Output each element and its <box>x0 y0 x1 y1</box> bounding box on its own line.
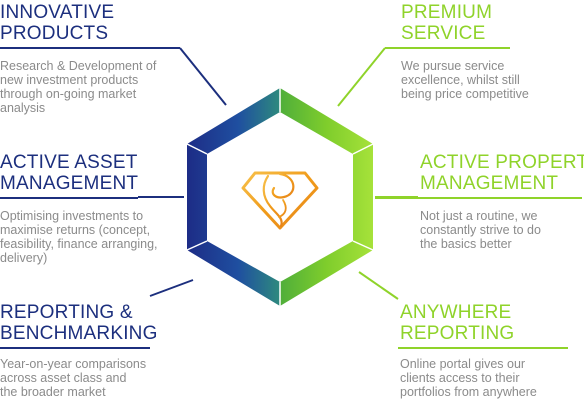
section-reporting-benchmarking: REPORTING & BENCHMARKING Year-on-year co… <box>0 302 158 399</box>
title-line: MANAGEMENT <box>420 173 559 194</box>
desc-line: the broader market <box>0 385 106 399</box>
section-title: ACTIVE PROPERTY MANAGEMENT <box>375 152 584 194</box>
connector-line-premium <box>337 47 386 107</box>
title-line: PREMIUM <box>401 2 493 23</box>
desc-line: feasibility, finance arranging, <box>0 237 158 251</box>
section-active-asset-management: ACTIVE ASSET MANAGEMENT Optimising inves… <box>0 152 158 265</box>
section-description: Research & Development of new investment… <box>0 59 180 115</box>
section-description: Year-on-year comparisons across asset cl… <box>0 357 158 399</box>
desc-line: through on-going market <box>0 87 137 101</box>
section-description: Optimising investments to maximise retur… <box>0 209 158 265</box>
section-premium-service: PREMIUM SERVICE We pursue service excell… <box>385 2 529 101</box>
title-line: ACTIVE PROPERTY <box>420 152 584 173</box>
title-underline <box>0 347 150 349</box>
desc-line: clients access to their <box>400 371 520 385</box>
title-line: REPORTING & <box>0 302 133 323</box>
title-line: PRODUCTS <box>0 23 109 44</box>
title-line: ANYWHERE <box>400 302 512 323</box>
desc-line: being price competitive <box>401 87 529 101</box>
desc-line: Not just a routine, we <box>420 209 538 223</box>
connector-line-innovative <box>179 47 227 106</box>
title-line: SERVICE <box>401 23 486 44</box>
section-description: Online portal gives our clients access t… <box>398 357 568 399</box>
section-title: REPORTING & BENCHMARKING <box>0 302 158 344</box>
desc-line: maximise returns (concept, <box>0 223 151 237</box>
desc-line: Research & Development of <box>0 59 157 73</box>
section-innovative-products: INNOVATIVE PRODUCTS Research & Developme… <box>0 2 180 115</box>
title-underline <box>385 47 510 49</box>
desc-line: We pursue service <box>401 59 505 73</box>
desc-line: Year-on-year comparisons <box>0 357 147 371</box>
section-description: Not just a routine, we constantly strive… <box>375 209 584 251</box>
title-line: INNOVATIVE <box>0 2 115 23</box>
title-underline <box>0 47 180 49</box>
connector-line-anywhere <box>358 271 399 300</box>
section-active-property-management: ACTIVE PROPERTY MANAGEMENT Not just a ro… <box>375 152 584 251</box>
title-line: MANAGEMENT <box>0 173 139 194</box>
desc-line: Online portal gives our <box>400 357 526 371</box>
desc-line: new investment products <box>0 73 139 87</box>
section-anywhere-reporting: ANYWHERE REPORTING Online portal gives o… <box>398 302 568 399</box>
desc-line: delivery) <box>0 251 48 265</box>
hexagon-left-half <box>187 88 280 306</box>
connector-line-reporting <box>149 279 194 297</box>
desc-line: the basics better <box>420 237 512 251</box>
title-line: ACTIVE ASSET <box>0 152 138 173</box>
desc-line: constantly strive to do <box>420 223 541 237</box>
desc-line: portfolios from anywhere <box>400 385 537 399</box>
section-title: PREMIUM SERVICE <box>385 2 529 44</box>
section-title: ANYWHERE REPORTING <box>398 302 568 344</box>
desc-line: Optimising investments to <box>0 209 144 223</box>
section-title: INNOVATIVE PRODUCTS <box>0 2 180 44</box>
desc-line: across asset class and <box>0 371 127 385</box>
title-underline <box>398 347 568 349</box>
section-description: We pursue service excellence, whilst sti… <box>385 59 529 101</box>
title-underline <box>375 197 582 199</box>
title-line: REPORTING <box>400 323 515 344</box>
desc-line: analysis <box>0 101 46 115</box>
hexagon-right-half <box>280 88 373 306</box>
section-title: ACTIVE ASSET MANAGEMENT <box>0 152 158 194</box>
gold-diamond-logo-icon <box>241 171 319 230</box>
title-line: BENCHMARKING <box>0 323 158 344</box>
title-underline <box>0 197 138 199</box>
desc-line: excellence, whilst still <box>401 73 520 87</box>
